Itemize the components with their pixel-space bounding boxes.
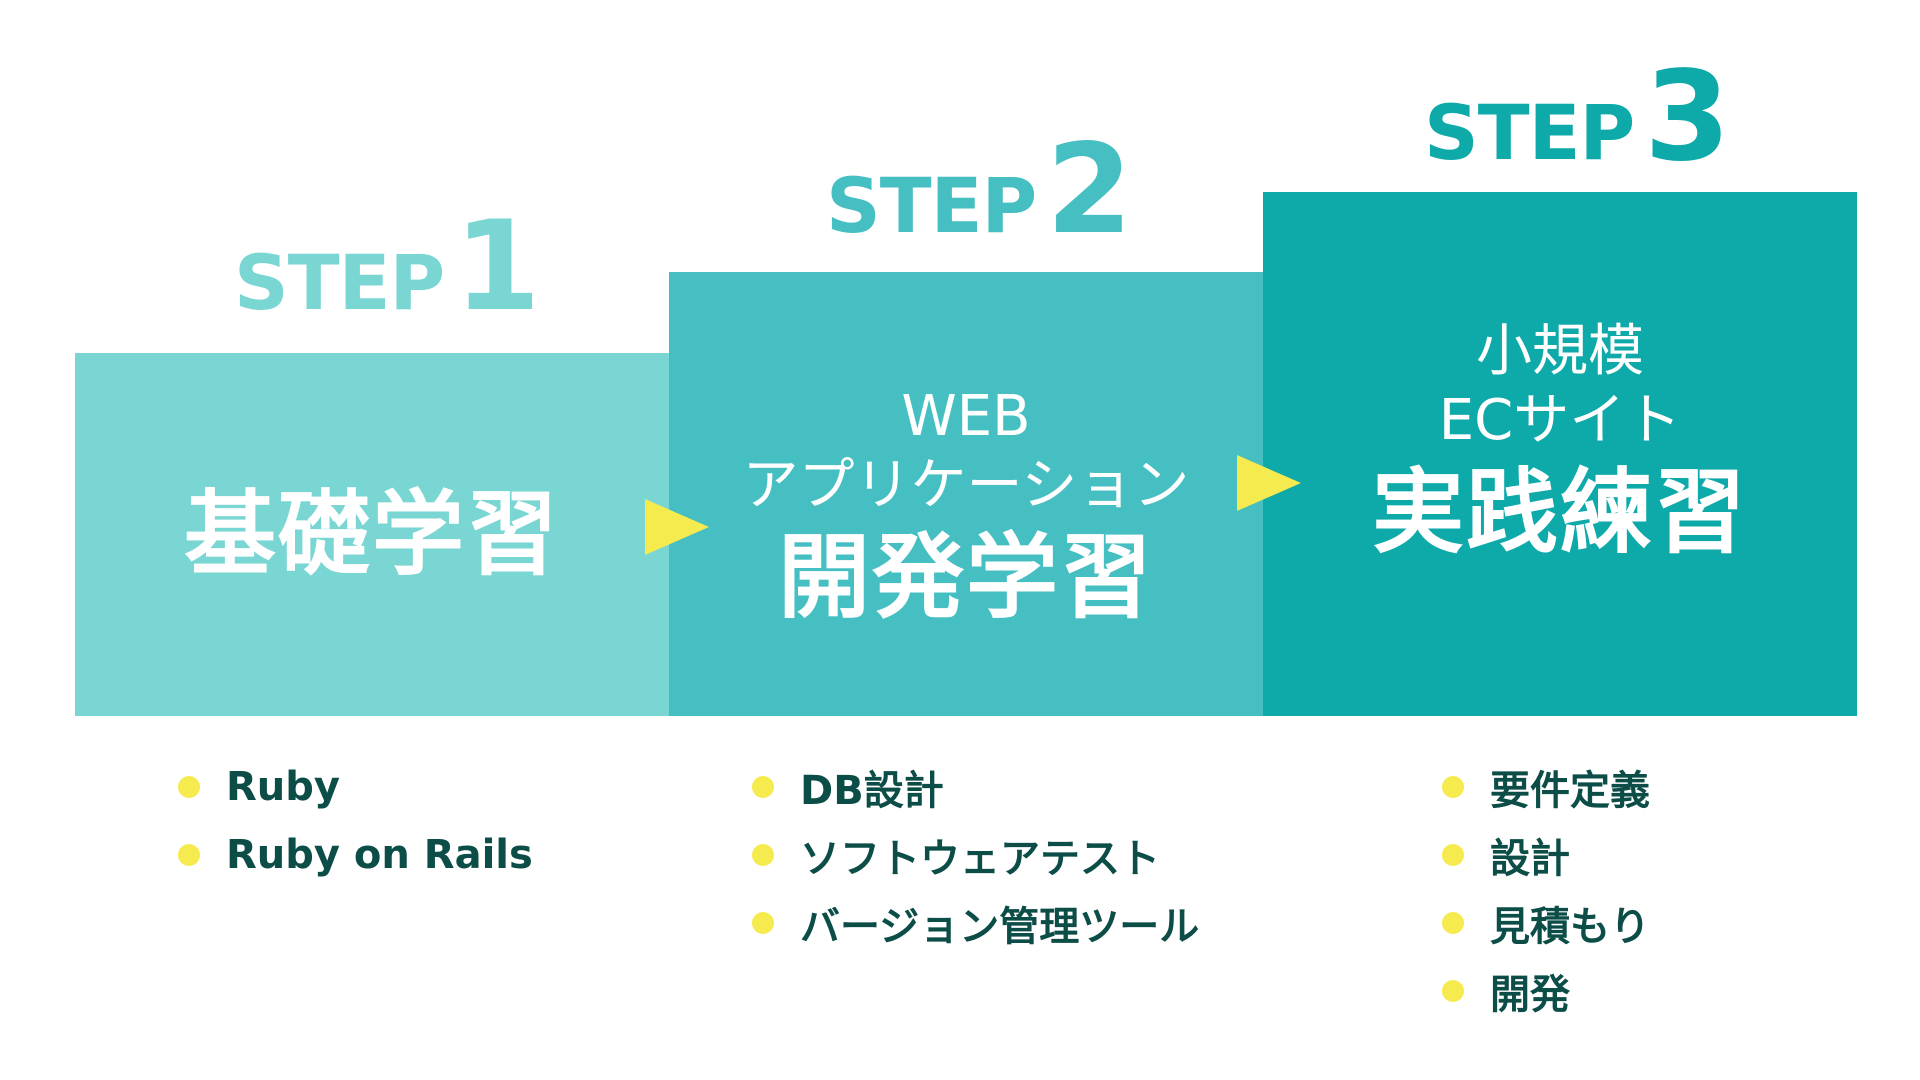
bullet-icon <box>752 844 774 866</box>
bullet-icon <box>178 776 200 798</box>
step3-subtitle-line1: 小規模 <box>1475 319 1644 385</box>
step1-title: 基礎学習 <box>183 481 560 588</box>
step2-subtitle-line2: アプリケーション <box>742 452 1190 518</box>
list-item-label: バージョン管理ツール <box>800 904 1200 950</box>
step-number: 1 <box>454 195 541 339</box>
list-item: Ruby on Rails <box>178 821 533 889</box>
list-item-label: Ruby on Rails <box>226 832 533 878</box>
bullet-icon <box>1442 844 1464 866</box>
step3-subtitle: 小規模 ECサイト <box>1439 318 1681 455</box>
list-item-label: DB設計 <box>800 768 944 814</box>
step-word: STEP <box>826 161 1037 250</box>
step3-topics: 要件定義 設計 見積もり 開発 <box>1442 753 1650 1025</box>
step-number: 3 <box>1644 45 1731 189</box>
bullet-icon <box>1442 912 1464 934</box>
step-word: STEP <box>234 238 445 327</box>
list-item-label: ソフトウェアテスト <box>800 836 1160 882</box>
step1-topics: Ruby Ruby on Rails <box>178 753 533 889</box>
step3-subtitle-line2: ECサイト <box>1438 387 1682 453</box>
step3-block: 小規模 ECサイト 実践練習 <box>1263 192 1857 716</box>
step3-title: 実践練習 <box>1371 458 1748 566</box>
bullet-icon <box>178 844 200 866</box>
list-item: 設計 <box>1442 821 1650 889</box>
list-item-label: 見積もり <box>1490 904 1650 950</box>
step3-label: STEP 3 <box>1424 55 1730 179</box>
list-item: Ruby <box>178 753 533 821</box>
list-item: DB設計 <box>752 753 1199 821</box>
arrow-step2-to-step3 <box>1237 455 1301 511</box>
step1-label: STEP 1 <box>234 205 540 329</box>
list-item: バージョン管理ツール <box>752 889 1199 957</box>
step-number: 2 <box>1046 118 1133 262</box>
bullet-icon <box>752 912 774 934</box>
step1-block: 基礎学習 <box>75 353 669 716</box>
list-item: 見積もり <box>1442 889 1650 957</box>
list-item-label: Ruby <box>226 764 340 810</box>
list-item-label: 開発 <box>1490 972 1570 1018</box>
list-item-label: 設計 <box>1490 836 1570 882</box>
list-item: ソフトウェアテスト <box>752 821 1199 889</box>
bullet-icon <box>752 776 774 798</box>
step2-subtitle-line1: WEB <box>901 384 1031 450</box>
arrow-step1-to-step2 <box>645 499 709 555</box>
step2-subtitle: WEB アプリケーション <box>743 383 1190 520</box>
step2-block: WEB アプリケーション 開発学習 <box>669 272 1263 716</box>
step-word: STEP <box>1424 88 1635 177</box>
step2-topics: DB設計 ソフトウェアテスト バージョン管理ツール <box>752 753 1199 957</box>
bullet-icon <box>1442 776 1464 798</box>
list-item: 開発 <box>1442 957 1650 1025</box>
list-item-label: 要件定義 <box>1490 768 1650 814</box>
bullet-icon <box>1442 980 1464 1002</box>
step2-label: STEP 2 <box>826 128 1132 252</box>
list-item: 要件定義 <box>1442 753 1650 821</box>
step2-title: 開発学習 <box>777 523 1154 631</box>
